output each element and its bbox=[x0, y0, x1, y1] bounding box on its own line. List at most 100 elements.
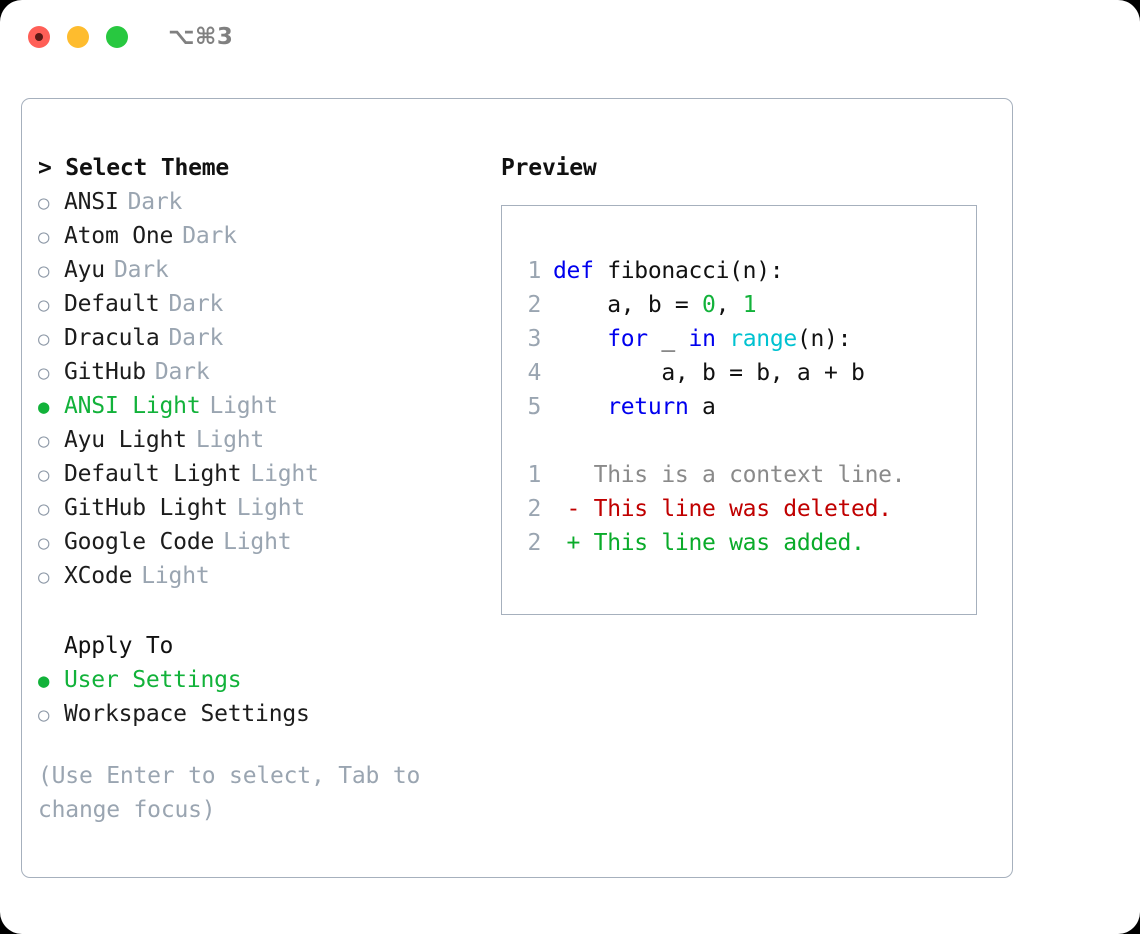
code-token-plain bbox=[553, 326, 607, 352]
code-line-content: a, b = 0, 1 bbox=[553, 288, 756, 322]
page-title: > Select Theme bbox=[38, 155, 230, 181]
radio-unselected-icon: ○ bbox=[38, 328, 50, 350]
theme-option-variant: Light bbox=[209, 393, 278, 419]
theme-option-label: Google Code bbox=[64, 529, 215, 555]
apply-to-option-user-settings[interactable]: ● User Settings bbox=[38, 663, 488, 697]
radio-unselected-icon: ○ bbox=[38, 532, 50, 554]
diff-line-number: 2 bbox=[527, 496, 541, 522]
code-line: 5 return a bbox=[515, 390, 968, 424]
code-token-num: 0 bbox=[702, 292, 716, 318]
theme-option-ansi-light[interactable]: ● ANSI Light Light bbox=[38, 389, 488, 423]
code-line: 3 for _ in range(n): bbox=[515, 322, 968, 356]
title-bar: ⌥⌘3 bbox=[0, 0, 1140, 78]
theme-option-variant: Light bbox=[141, 563, 210, 589]
code-token-kw: def bbox=[553, 258, 594, 284]
code-token-kw: in bbox=[688, 326, 716, 352]
theme-option-label: GitHub bbox=[64, 359, 146, 385]
theme-option-google-code[interactable]: ○ Google Code Light bbox=[38, 525, 488, 559]
theme-option-variant: Dark bbox=[168, 291, 224, 317]
theme-option-variant: Dark bbox=[154, 359, 210, 385]
radio-unselected-icon: ○ bbox=[38, 566, 50, 588]
diff-line-add: 2 + This line was added. bbox=[515, 526, 968, 560]
theme-option-label: Default Light bbox=[64, 461, 242, 487]
code-token-kw: return bbox=[607, 394, 689, 420]
radio-unselected-icon: ○ bbox=[38, 260, 50, 282]
radio-unselected-icon: ○ bbox=[38, 362, 50, 384]
theme-option-variant: Dark bbox=[127, 189, 183, 215]
apply-to-option-label: Workspace Settings bbox=[64, 701, 310, 727]
theme-option-variant: Light bbox=[223, 529, 292, 555]
code-token-plain: a bbox=[688, 394, 716, 420]
radio-unselected-icon: ○ bbox=[38, 192, 50, 214]
code-line: 4 a, b = b, a + b bbox=[515, 356, 968, 390]
code-line-number: 5 bbox=[527, 394, 541, 420]
radio-unselected-icon: ○ bbox=[38, 226, 50, 248]
code-line-content: def fibonacci(n): bbox=[553, 254, 784, 288]
radio-unselected-icon: ○ bbox=[38, 430, 50, 452]
code-token-plain: _ bbox=[647, 326, 689, 352]
theme-option-xcode[interactable]: ○ XCode Light bbox=[38, 559, 488, 593]
theme-option-ayu[interactable]: ○ Ayu Dark bbox=[38, 253, 488, 287]
radio-unselected-icon: ○ bbox=[38, 498, 50, 520]
apply-to-option-label: User Settings bbox=[64, 667, 242, 693]
minimize-button-icon[interactable] bbox=[67, 26, 89, 48]
code-token-plain: fibonacci(n): bbox=[593, 258, 784, 284]
diff-line-number: 2 bbox=[527, 530, 541, 556]
code-line-number: 1 bbox=[527, 258, 541, 284]
theme-option-variant: Light bbox=[250, 461, 319, 487]
code-token-plain: (n): bbox=[796, 326, 852, 352]
radio-selected-icon: ● bbox=[38, 670, 50, 692]
theme-option-label: Atom One bbox=[64, 223, 174, 249]
diff-line-ctx: 1 This is a context line. bbox=[515, 458, 968, 492]
code-line-content: for _ in range(n): bbox=[553, 322, 851, 356]
diff-line-del: 2 - This line was deleted. bbox=[515, 492, 968, 526]
zoom-button-icon[interactable] bbox=[106, 26, 128, 48]
help-text: (Use Enter to select, Tab to change focu… bbox=[38, 763, 421, 823]
code-line-content: return a bbox=[553, 390, 716, 424]
apply-to-option-workspace-settings[interactable]: ○ Workspace Settings bbox=[38, 697, 488, 731]
apply-to-heading: Apply To bbox=[64, 633, 174, 659]
code-token-kw: for bbox=[607, 326, 648, 352]
code-line-number: 4 bbox=[527, 360, 541, 386]
theme-option-variant: Dark bbox=[168, 325, 224, 351]
theme-option-label: GitHub Light bbox=[64, 495, 228, 521]
code-token-plain bbox=[716, 326, 730, 352]
diff-line-number: 1 bbox=[527, 462, 541, 488]
close-button-icon[interactable] bbox=[28, 26, 50, 48]
diff-line-content: This is a context line. bbox=[553, 462, 906, 488]
apply-to-list: ● User Settings ○ Workspace Settings bbox=[38, 663, 488, 731]
theme-option-label: ANSI bbox=[64, 189, 119, 215]
theme-option-variant: Dark bbox=[113, 257, 169, 283]
theme-option-github[interactable]: ○ GitHub Dark bbox=[38, 355, 488, 389]
radio-unselected-icon: ○ bbox=[38, 294, 50, 316]
theme-option-label: ANSI Light bbox=[64, 393, 201, 419]
preview-title: Preview bbox=[501, 155, 597, 181]
code-token-fn: range bbox=[729, 326, 797, 352]
code-blank-line bbox=[515, 424, 968, 458]
keyboard-shortcut-label: ⌥⌘3 bbox=[168, 24, 234, 50]
theme-option-label: XCode bbox=[64, 563, 133, 589]
theme-option-label: Ayu bbox=[64, 257, 105, 283]
radio-unselected-icon: ○ bbox=[38, 704, 50, 726]
diff-block: 1 This is a context line.2 - This line w… bbox=[515, 458, 968, 560]
theme-option-variant: Light bbox=[195, 427, 265, 453]
window-controls bbox=[28, 26, 128, 48]
radio-selected-icon: ● bbox=[38, 396, 50, 418]
code-line-number: 3 bbox=[527, 326, 541, 352]
spacer bbox=[38, 593, 488, 629]
theme-option-ansi[interactable]: ○ ANSI Dark bbox=[38, 185, 488, 219]
code-line-number: 2 bbox=[527, 292, 541, 318]
